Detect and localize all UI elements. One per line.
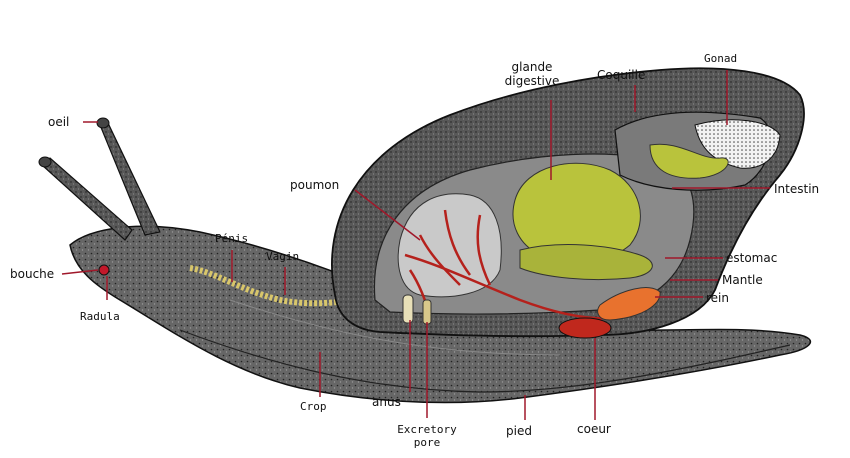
label-intestin: Intestin	[774, 182, 820, 196]
label-oeil: oeil	[48, 115, 70, 129]
label-glande-line2: digestive	[504, 74, 560, 88]
label-poumon: poumon	[290, 178, 340, 192]
leader-lines	[61, 70, 770, 420]
gonad	[694, 119, 781, 169]
label-coeur: coeur	[577, 422, 611, 436]
label-glande-digestive: glande digestive	[496, 60, 568, 88]
label-vagin: Vagin	[266, 250, 300, 263]
label-coquille: Coquille	[597, 68, 646, 82]
label-mantle: Mantle	[722, 273, 763, 287]
label-glande-line1: glande	[511, 60, 553, 74]
label-excretory-pore: Excretory pore	[386, 423, 468, 449]
label-estomac: estomac	[726, 251, 778, 265]
label-crop: Crop	[300, 400, 327, 413]
label-rein: rein	[706, 291, 729, 305]
lung	[397, 193, 502, 298]
label-bouche: bouche	[10, 267, 55, 281]
label-radula: Radula	[80, 310, 120, 323]
label-pied: pied	[506, 424, 532, 438]
kidney	[597, 287, 661, 321]
label-gonad: Gonad	[704, 52, 738, 65]
label-excretory-line2: pore	[413, 436, 441, 449]
label-excretory-line1: Excretory	[397, 423, 457, 436]
heart	[558, 317, 612, 339]
label-anus: anus	[372, 395, 401, 409]
mouth	[98, 264, 110, 276]
label-penis: Pénis	[215, 232, 249, 245]
